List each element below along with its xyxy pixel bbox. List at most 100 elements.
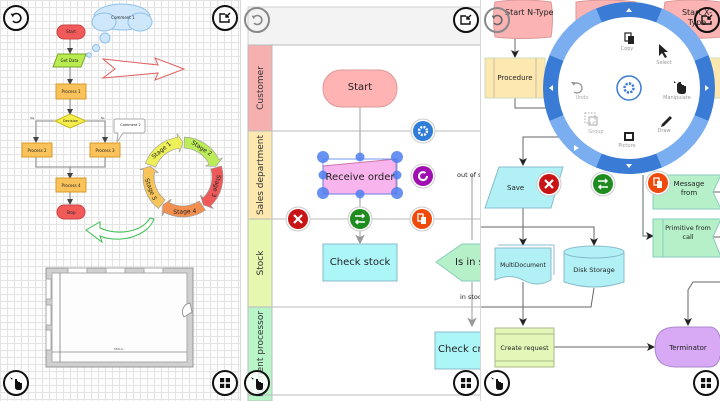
comment-1-label: Comment 1 <box>111 15 135 20</box>
pointer-icon <box>659 44 668 58</box>
screen-sketch-flowchart: Start N-Type Start X-Type Procedure Save… <box>480 0 720 401</box>
radial-segment[interactable] <box>656 8 709 61</box>
node-process-2[interactable] <box>21 142 53 158</box>
stage-segment[interactable] <box>200 165 224 209</box>
radial-segment[interactable] <box>549 8 602 61</box>
branch-label-no: No <box>101 117 105 120</box>
canvas-sketch[interactable] <box>481 0 720 401</box>
exit-fullscreen-icon <box>460 14 472 25</box>
quick-command-connect[interactable] <box>590 171 616 197</box>
interaction-mode-button[interactable] <box>244 370 270 396</box>
lane-header[interactable] <box>247 130 273 220</box>
node-primitive-from-call-label: Primitive from call <box>665 224 711 241</box>
exit-fullscreen-button[interactable] <box>694 7 720 33</box>
comment-callout[interactable] <box>113 118 146 143</box>
floor-plan[interactable]: 500 in <box>45 267 194 368</box>
radial-nav-arrow-icon[interactable] <box>626 8 632 12</box>
exit-fullscreen-button[interactable] <box>453 7 479 33</box>
node-create-request[interactable] <box>494 327 555 368</box>
stage-segment[interactable] <box>162 198 206 218</box>
comment-cloud[interactable] <box>86 3 153 58</box>
quick-command-settings[interactable] <box>410 118 436 144</box>
node-stop-label: Stop <box>66 210 76 215</box>
radial-item-undo-label[interactable]: Undo <box>575 95 589 101</box>
undo-icon <box>10 12 22 24</box>
manipulate-hand-icon <box>491 377 503 390</box>
quick-command-copy[interactable] <box>409 206 435 232</box>
node-terminator[interactable] <box>654 326 720 368</box>
node-primitive-from-call[interactable] <box>652 218 720 258</box>
quick-command-rotate[interactable] <box>410 163 436 189</box>
quick-command-connect[interactable] <box>347 206 373 232</box>
node-check-stock[interactable] <box>322 243 398 282</box>
undo-button[interactable] <box>244 7 270 33</box>
curved-arrow-green[interactable] <box>85 217 155 244</box>
stage-label: Stage 4 <box>173 208 197 216</box>
stage-segment[interactable] <box>183 136 223 167</box>
multidocument-back-page <box>498 244 555 275</box>
apps-menu-button[interactable] <box>453 370 479 396</box>
radial-segment[interactable] <box>549 115 602 168</box>
radial-item-picture-label[interactable]: Picture <box>618 143 636 149</box>
node-start[interactable] <box>56 24 86 40</box>
node-check-stock-label: Check stock <box>329 257 391 268</box>
node-start[interactable] <box>322 69 398 108</box>
node-get-data[interactable] <box>52 53 87 68</box>
node-multidocument[interactable] <box>494 247 552 285</box>
undo-icon <box>573 82 583 94</box>
node-process-3[interactable] <box>89 142 121 158</box>
radial-item-group-label[interactable]: Group <box>588 129 604 135</box>
node-start-n-type-label: Start N-Type <box>505 8 554 17</box>
manipulate-hand-icon <box>10 377 22 390</box>
stage-segment[interactable] <box>139 166 166 209</box>
node-stop[interactable] <box>56 204 86 220</box>
lane-header[interactable] <box>247 218 273 308</box>
node-multidocument-label: MultiDocument <box>500 262 546 269</box>
quick-command-delete[interactable] <box>285 206 311 232</box>
stage-segment[interactable] <box>145 133 184 168</box>
radial-nav-arrow-icon[interactable] <box>705 85 709 91</box>
interaction-mode-button[interactable] <box>484 370 510 396</box>
quick-command-delete[interactable] <box>536 171 562 197</box>
apps-menu-button[interactable] <box>212 370 238 396</box>
apps-menu-button[interactable] <box>693 370 719 396</box>
radial-item-select-label[interactable]: Select <box>656 60 672 66</box>
undo-button[interactable] <box>3 5 29 31</box>
node-process-3-label: Process 3 <box>95 148 115 153</box>
node-is-in-stock[interactable] <box>435 243 480 282</box>
radial-nav-arrow-icon[interactable] <box>626 164 632 168</box>
node-disk-storage[interactable] <box>563 245 625 288</box>
node-start-label: Start <box>347 82 373 93</box>
undo-icon <box>491 14 503 26</box>
edge-label-out-of-stock: out of stock <box>457 171 480 179</box>
node-disk-storage-label: Disk Storage <box>573 266 615 274</box>
radial-item-draw-label[interactable]: Draw <box>657 128 671 134</box>
block-arrow-red[interactable] <box>101 57 186 81</box>
interaction-mode-button[interactable] <box>3 370 29 396</box>
node-procedure[interactable] <box>484 57 546 99</box>
radial-segment[interactable] <box>656 115 709 168</box>
radial-item-copy-label[interactable]: Copy <box>620 46 634 52</box>
node-check-credit[interactable] <box>434 331 480 370</box>
node-check-credit-label: Check credit <box>438 344 480 355</box>
node-receive-order-selected[interactable] <box>317 151 403 199</box>
lane-label: Customer <box>256 66 266 110</box>
radial-menu[interactable] <box>543 2 715 174</box>
node-decision[interactable] <box>53 113 88 129</box>
lane-label: Payment processor <box>256 311 266 397</box>
node-process-4[interactable] <box>55 177 87 193</box>
quick-command-copy[interactable] <box>645 170 671 196</box>
radial-item-manipulate-label[interactable]: Manipulate <box>663 95 691 101</box>
radial-nav-arrow-icon[interactable] <box>574 145 579 151</box>
radial-nav-arrow-icon[interactable] <box>549 85 553 91</box>
gear-icon[interactable] <box>616 75 642 101</box>
swimlane-header <box>247 6 480 46</box>
exit-fullscreen-button[interactable] <box>212 5 238 31</box>
undo-button[interactable] <box>484 7 510 33</box>
node-process-1[interactable] <box>55 83 87 100</box>
